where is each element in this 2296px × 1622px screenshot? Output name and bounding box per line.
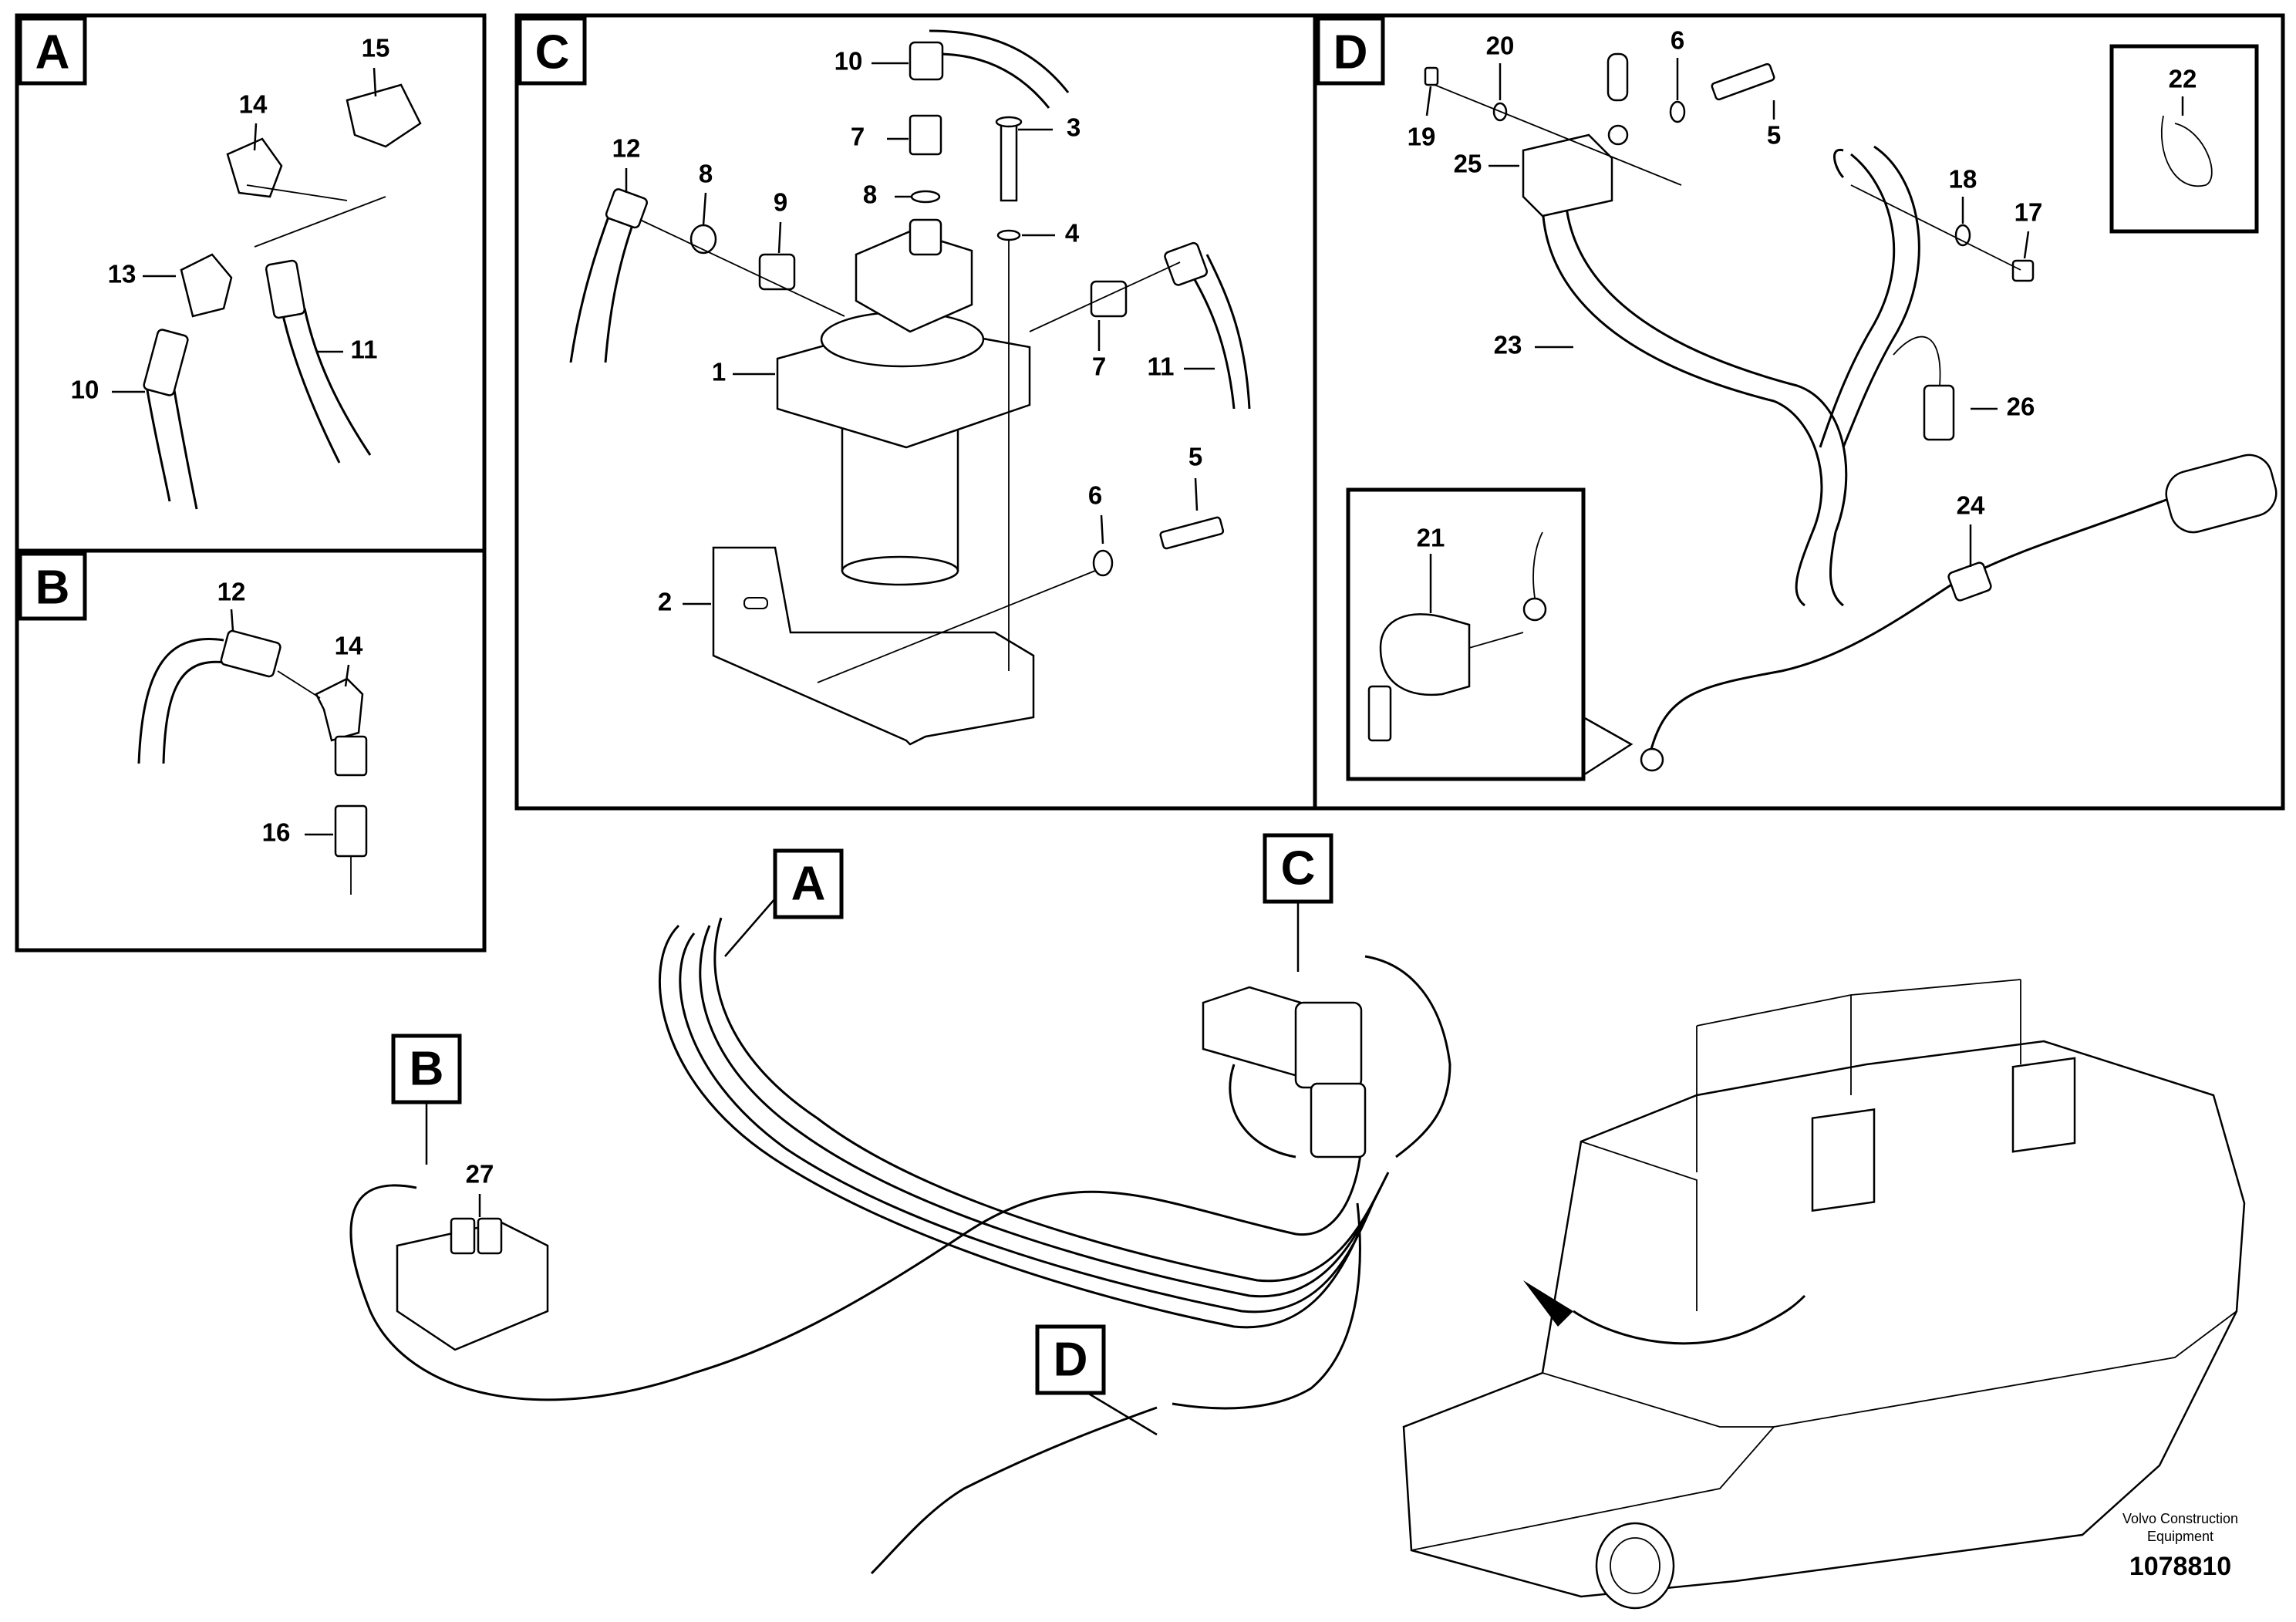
panel-b-letter: B <box>35 561 70 615</box>
connector-26 <box>1923 384 1955 441</box>
panel-c-letter-box <box>518 16 587 86</box>
label-c-7-right: 7 <box>1092 352 1106 381</box>
elbow-14b <box>315 677 364 742</box>
pressure-switch-21 <box>1379 613 1471 696</box>
fitting-11c <box>1164 241 1209 286</box>
label-c-9: 9 <box>774 188 787 217</box>
washer-18 <box>1954 224 1971 247</box>
washer-4 <box>996 229 1021 241</box>
fuse-holder-24 <box>1947 561 1992 602</box>
panel-b: B 12 14 16 <box>15 548 487 953</box>
adapter-7-right <box>1090 280 1128 318</box>
machine-frame <box>1402 1040 2246 1598</box>
panel-a-letter: A <box>35 26 70 79</box>
tee-15 <box>346 83 422 148</box>
label-a-13: 13 <box>108 260 137 288</box>
label-d-20: 20 <box>1486 32 1515 60</box>
sleeve-24 <box>2165 454 2277 534</box>
bolt-5c <box>1159 516 1225 550</box>
label-c-10: 10 <box>834 47 863 76</box>
label-d-26: 26 <box>2007 393 2035 421</box>
label-d-17: 17 <box>2014 198 2043 227</box>
label-c-8-left: 8 <box>699 160 713 188</box>
label-c-7-top: 7 <box>851 123 865 151</box>
overview-assembly: A B C D 27 <box>349 833 2246 1610</box>
callout-a: A <box>791 858 826 911</box>
label-c-12: 12 <box>612 134 641 163</box>
label-b-16: 16 <box>262 818 291 847</box>
panel-d: D 22 21 <box>1313 13 2285 811</box>
callout-c: C <box>1281 842 1316 895</box>
connector-25 <box>1522 133 1613 218</box>
label-c-4: 4 <box>1065 219 1080 248</box>
bracket-2 <box>712 546 1035 746</box>
label-d-24: 24 <box>1957 491 1985 520</box>
label-b-14: 14 <box>335 632 363 660</box>
brand-line-1: Volvo Construction <box>2122 1511 2238 1526</box>
valve-actuator <box>855 230 973 333</box>
oring-8-left <box>689 224 717 255</box>
label-d-23: 23 <box>1494 331 1522 359</box>
panel-b-letter-box <box>18 551 87 621</box>
washer-6d <box>1669 100 1686 123</box>
fitting-11 <box>265 259 306 319</box>
brand-line-2: Equipment <box>2147 1529 2213 1544</box>
label-c-6: 6 <box>1088 481 1102 510</box>
label-d-18: 18 <box>1949 165 1977 194</box>
label-d-21: 21 <box>1417 524 1445 552</box>
label-c-1: 1 <box>712 358 726 386</box>
bolt-3 <box>1000 122 1018 202</box>
label-d-19: 19 <box>1408 123 1436 151</box>
callout-a-box <box>773 848 844 919</box>
bolt-17 <box>2011 259 2035 282</box>
label-c-8-top: 8 <box>863 180 877 209</box>
label-d-5: 5 <box>1767 121 1781 150</box>
screw-19 <box>1424 66 1439 86</box>
washer-6c <box>1092 549 1114 577</box>
label-c-5: 5 <box>1188 443 1202 471</box>
adapter-7-top <box>909 114 942 156</box>
fitting-12 <box>220 629 282 678</box>
label-a-15: 15 <box>362 34 390 62</box>
panel-d-letter: D <box>1333 26 1368 79</box>
label-d-25: 25 <box>1454 150 1482 178</box>
elbow-13 <box>180 253 233 318</box>
fitting-10 <box>143 329 189 396</box>
callout-b-box <box>391 1034 462 1104</box>
callout-d: D <box>1054 1334 1088 1387</box>
label-d-22: 22 <box>2169 65 2197 93</box>
label-27: 27 <box>466 1160 494 1189</box>
label-a-14: 14 <box>239 90 268 119</box>
label-d-6: 6 <box>1671 26 1684 55</box>
bolt-5d <box>1711 62 1775 101</box>
inset-22 <box>2109 44 2259 234</box>
callout-b: B <box>410 1043 444 1096</box>
elbow-14 <box>226 137 283 198</box>
label-c-11: 11 <box>1148 352 1175 381</box>
panel-a: A 14 15 13 11 10 <box>15 13 487 553</box>
oring-8-top <box>910 190 941 204</box>
fitting-10c <box>909 41 944 81</box>
label-c-2: 2 <box>658 588 672 616</box>
doc-number: 1078810 <box>2129 1552 2231 1581</box>
label-c-3: 3 <box>1067 113 1081 142</box>
adapter-16 <box>334 804 368 858</box>
label-b-12: 12 <box>217 578 246 606</box>
fitting-14b-nut <box>334 735 368 777</box>
label-a-11: 11 <box>351 336 378 364</box>
callout-d-box <box>1035 1324 1106 1395</box>
panel-c-letter: C <box>535 26 570 79</box>
fitting-12c <box>605 188 649 229</box>
panel-a-letter-box <box>18 16 87 86</box>
panel-c: C <box>514 13 1317 811</box>
panel-d-letter-box <box>1316 16 1385 86</box>
label-a-10: 10 <box>71 376 99 404</box>
